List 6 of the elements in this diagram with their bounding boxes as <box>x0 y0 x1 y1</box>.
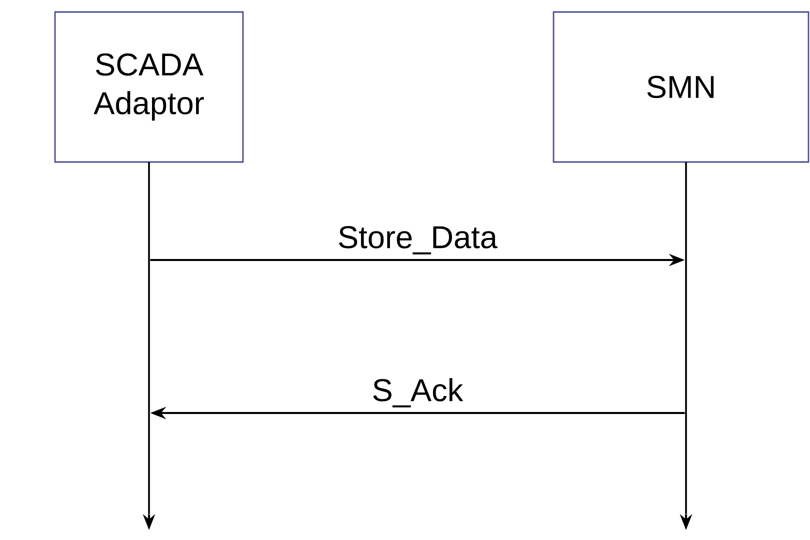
edge-label: Store_Data <box>338 226 498 254</box>
edge-label: S_Ack <box>373 378 464 408</box>
lifeline <box>685 162 687 514</box>
participant-box: SCADA Adaptor <box>54 11 244 163</box>
participant-box: SMN <box>552 11 810 163</box>
lifeline <box>148 162 150 514</box>
